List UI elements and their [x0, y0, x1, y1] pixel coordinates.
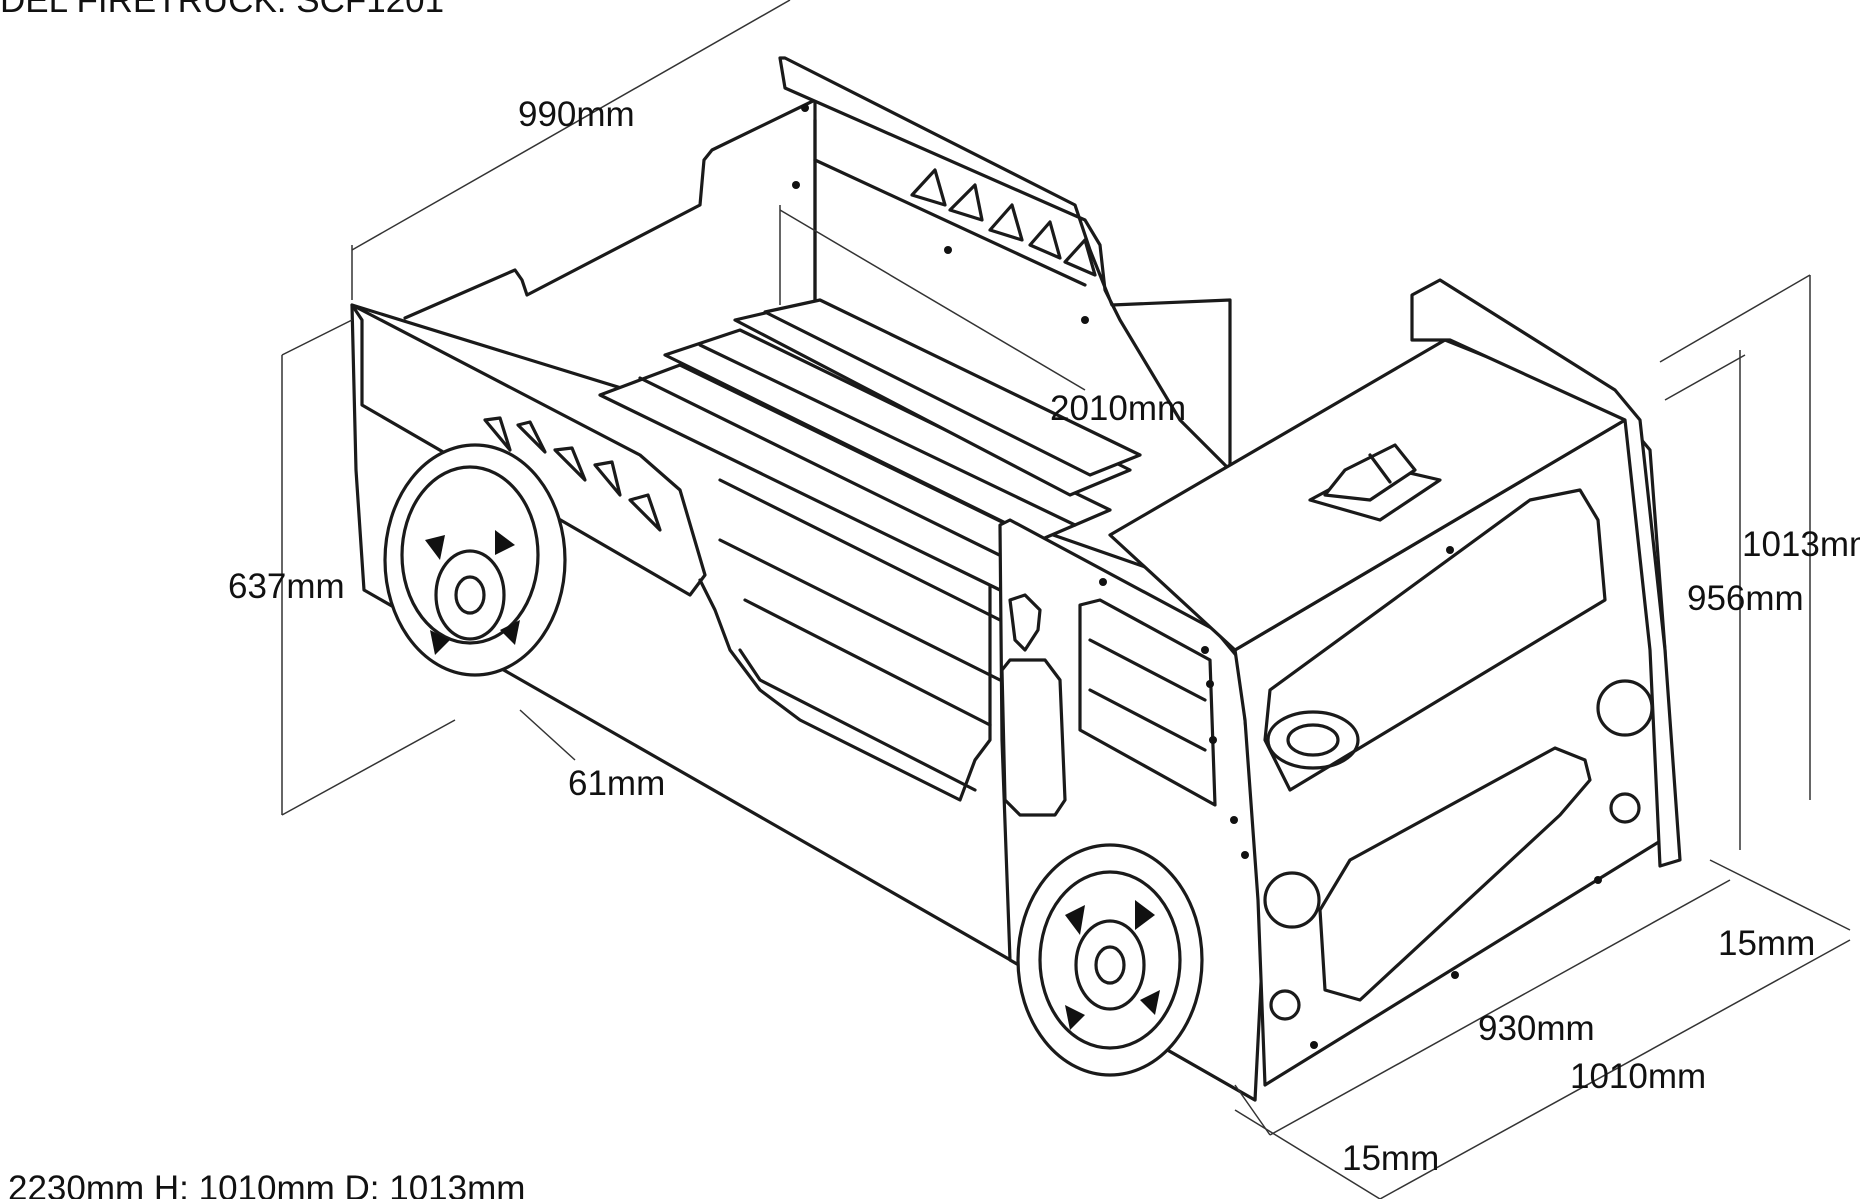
- rear-guard-panel: [350, 303, 707, 597]
- screws: [792, 104, 1602, 1049]
- footer-text: 2230mm H: 1010mm D: 1013mm: [8, 1169, 525, 1199]
- dim-outer-width: 1010mm: [1570, 1057, 1706, 1096]
- dimension-lines: [281, 0, 1851, 1199]
- windshield: [1263, 488, 1607, 792]
- rear-wheel: [383, 443, 567, 677]
- front-wheel: [1016, 843, 1204, 1077]
- front-grill: [1318, 746, 1592, 1002]
- far-triangle-cutouts: [910, 168, 1097, 277]
- rear-inner-board: [403, 98, 817, 320]
- steering-wheel: [1266, 710, 1360, 770]
- far-side-panel: [778, 56, 1232, 472]
- headlight-left: [1596, 679, 1654, 737]
- dim-rear-height: 637mm: [228, 567, 345, 606]
- dim-total-height: 1013mm: [1742, 525, 1860, 564]
- fire-extinguisher: [1000, 658, 1067, 817]
- dim-inner-width: 930mm: [1478, 1009, 1595, 1048]
- rear-triangle-cutouts: [483, 416, 662, 532]
- cab-back-panel: [1410, 278, 1682, 868]
- dim-top-width: 990mm: [518, 95, 635, 134]
- dim-cab-height: 956mm: [1687, 579, 1804, 618]
- headlight-right: [1263, 871, 1321, 929]
- dim-wheel-offset: 61mm: [568, 764, 665, 803]
- side-cutout: [698, 558, 992, 802]
- dim-inner-length: 2010mm: [1050, 389, 1186, 428]
- header-text: DEL FIRETRUCK: SCF1201: [0, 0, 444, 20]
- dim-thickness-right: 15mm: [1718, 924, 1815, 963]
- dim-thickness-bottom: 15mm: [1342, 1139, 1439, 1178]
- slats: [598, 298, 1142, 727]
